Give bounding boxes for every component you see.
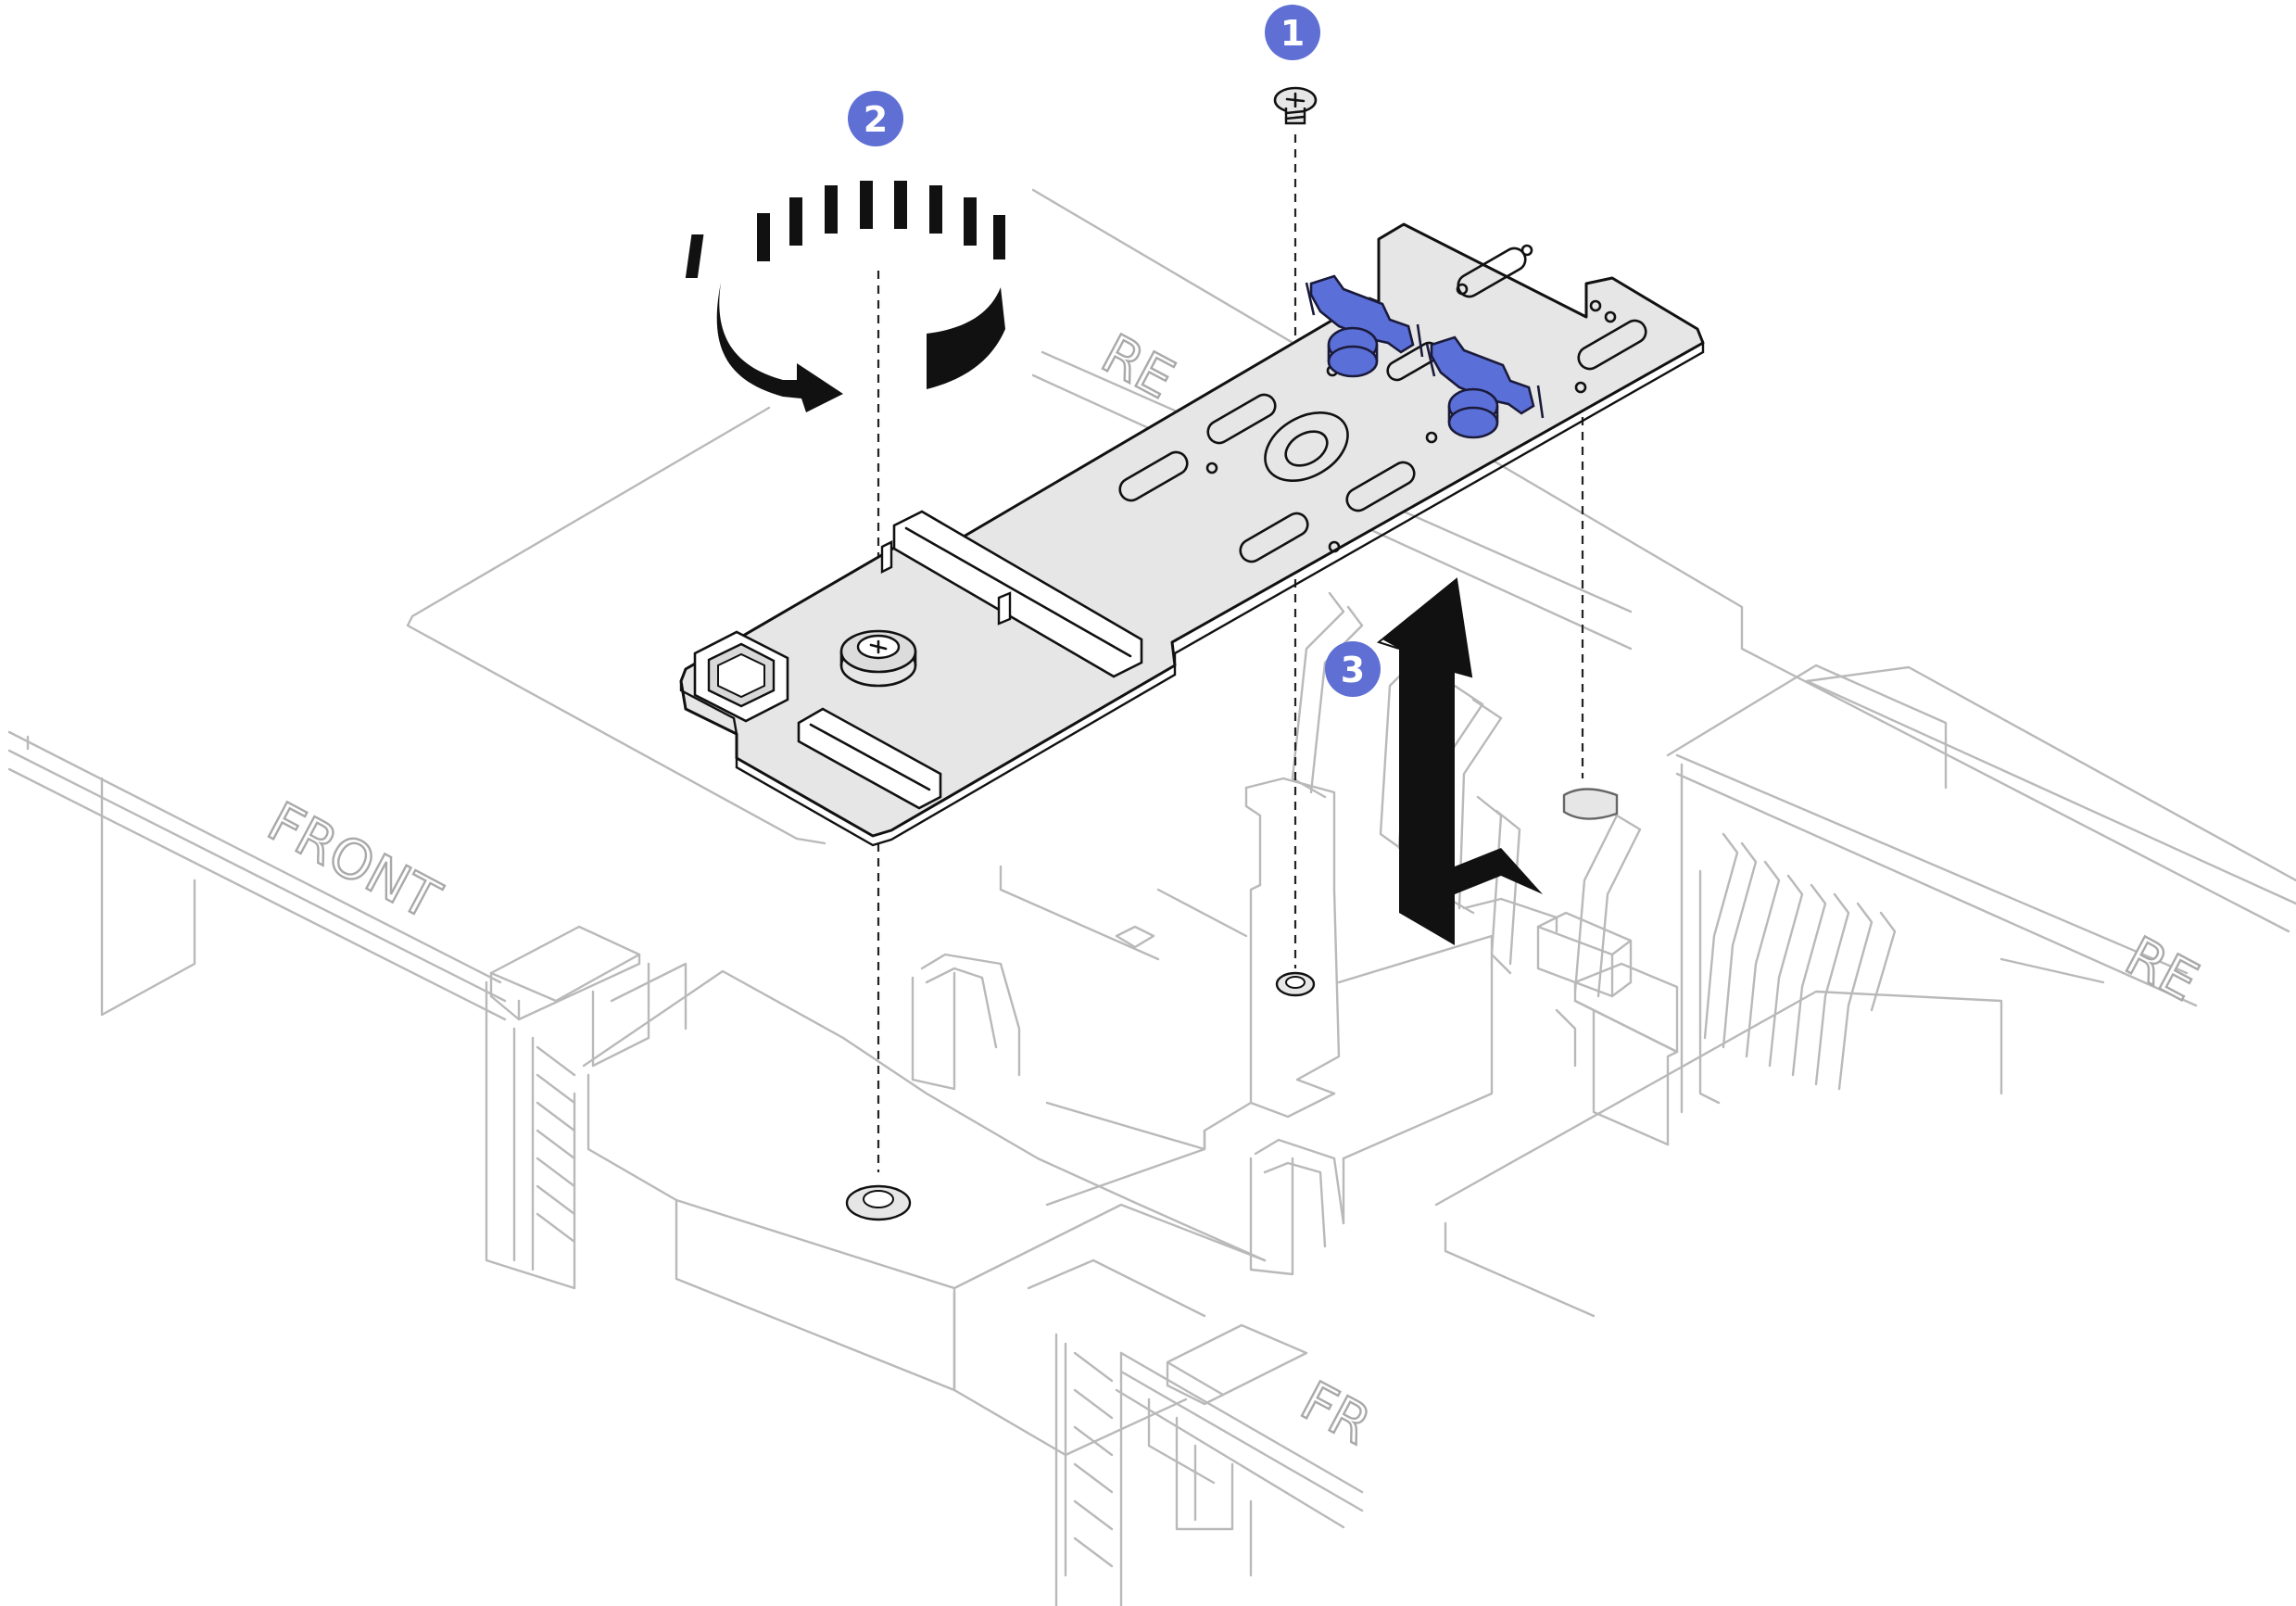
retainer-latch-2 (1425, 335, 1545, 439)
lift-arrow-icon (1376, 577, 1543, 945)
m2-adapter-board (679, 222, 1705, 847)
screw-icon (1273, 86, 1318, 125)
m2-slot-connectors (797, 510, 1143, 810)
captive-screw (839, 629, 917, 688)
rear-retainer-post (1562, 788, 1619, 820)
label-re-top: RE (1091, 322, 1184, 411)
standoff-front (845, 1184, 912, 1221)
label-fr: FR (1291, 1369, 1381, 1457)
callout-3-number: 3 (1341, 650, 1365, 690)
callout-3: 3 (1325, 641, 1381, 697)
air-baffle-outline (7, 188, 2296, 1606)
retainer-latch-1 (1305, 274, 1424, 378)
board-connector (693, 630, 789, 723)
standoff-rear (1275, 971, 1316, 997)
callout-2-number: 2 (864, 99, 888, 140)
label-front: FRONT (258, 790, 449, 931)
callout-1-number: 1 (1280, 13, 1305, 54)
callout-1: 1 (1265, 5, 1320, 60)
rotate-arrow-icon (685, 181, 1005, 412)
callout-2: 2 (848, 91, 903, 146)
label-re-right: RE (2115, 924, 2208, 1013)
